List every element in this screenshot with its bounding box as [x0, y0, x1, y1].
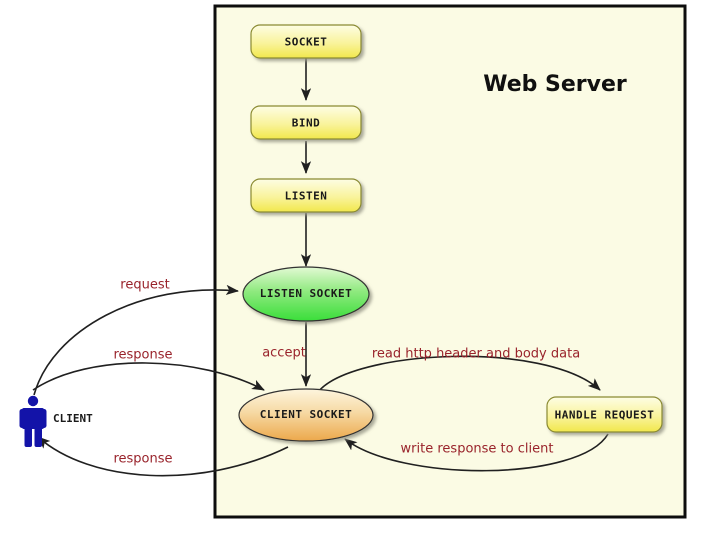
stick-figure-icon [19, 395, 47, 447]
node-bind[interactable]: BIND [250, 105, 362, 140]
edge-label-connect: request [120, 278, 169, 293]
edge-label-request: response [113, 348, 172, 363]
node-bind-label: BIND [292, 117, 321, 130]
node-socket-label: SOCKET [285, 36, 328, 49]
client-actor-label: CLIENT [53, 412, 93, 425]
edge-request [32, 362, 265, 391]
node-client-socket[interactable]: CLIENT SOCKET [238, 388, 374, 442]
web-server-title: Web Server [483, 72, 627, 97]
node-client-socket-label: CLIENT SOCKET [260, 408, 353, 421]
edge-label-read-http: read http header and body data [372, 347, 580, 362]
node-listen-label: LISTEN [285, 190, 328, 203]
node-listen-socket[interactable]: LISTEN SOCKET [242, 266, 370, 322]
node-socket[interactable]: SOCKET [250, 24, 362, 59]
edge-label-response: response [113, 452, 172, 467]
client-actor[interactable]: CLIENT [19, 395, 94, 447]
node-listen[interactable]: LISTEN [250, 178, 362, 213]
edge-label-accept: accept [262, 346, 306, 361]
node-listen-socket-label: LISTEN SOCKET [260, 287, 353, 300]
edge-response [37, 436, 289, 477]
edge-label-write-response: write response to client [401, 442, 554, 457]
edge-read-http [317, 355, 601, 393]
edge-connect [33, 284, 239, 396]
edge-write-response [344, 433, 609, 472]
node-handle-request-label: HANDLE REQUEST [555, 409, 655, 422]
node-handle-request[interactable]: HANDLE REQUEST [546, 396, 663, 433]
